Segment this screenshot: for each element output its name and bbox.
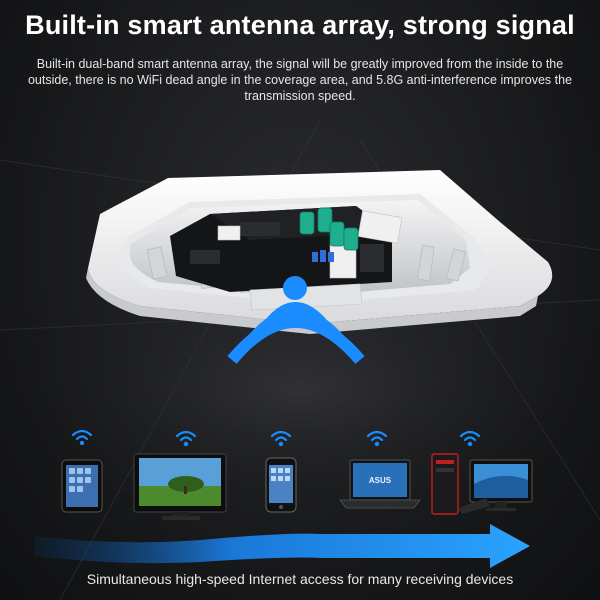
- flow-arrow-icon: [34, 524, 530, 568]
- smartphone-icon: [265, 457, 297, 513]
- device-wifi-icon: [459, 430, 481, 447]
- desktop-computer-icon: [431, 453, 533, 515]
- caption: Simultaneous high-speed Internet access …: [86, 571, 514, 587]
- tv-icon: [133, 453, 227, 520]
- device-wifi-icon: [71, 429, 93, 446]
- device-wifi-icon: [270, 430, 292, 447]
- laptop-icon: ASUS: [339, 459, 421, 509]
- device-wifi-icon: [175, 430, 197, 447]
- description: Built-in dual-band smart antenna array, …: [27, 57, 573, 103]
- device-wifi-icon: [366, 430, 388, 447]
- wifi-signal-icon: [227, 276, 365, 364]
- headline: Built-in smart antenna array, strong sig…: [25, 10, 575, 40]
- tablet-icon: [61, 459, 103, 513]
- ceiling-router-icon: [86, 170, 553, 334]
- laptop-brand-label: ASUS: [369, 476, 392, 485]
